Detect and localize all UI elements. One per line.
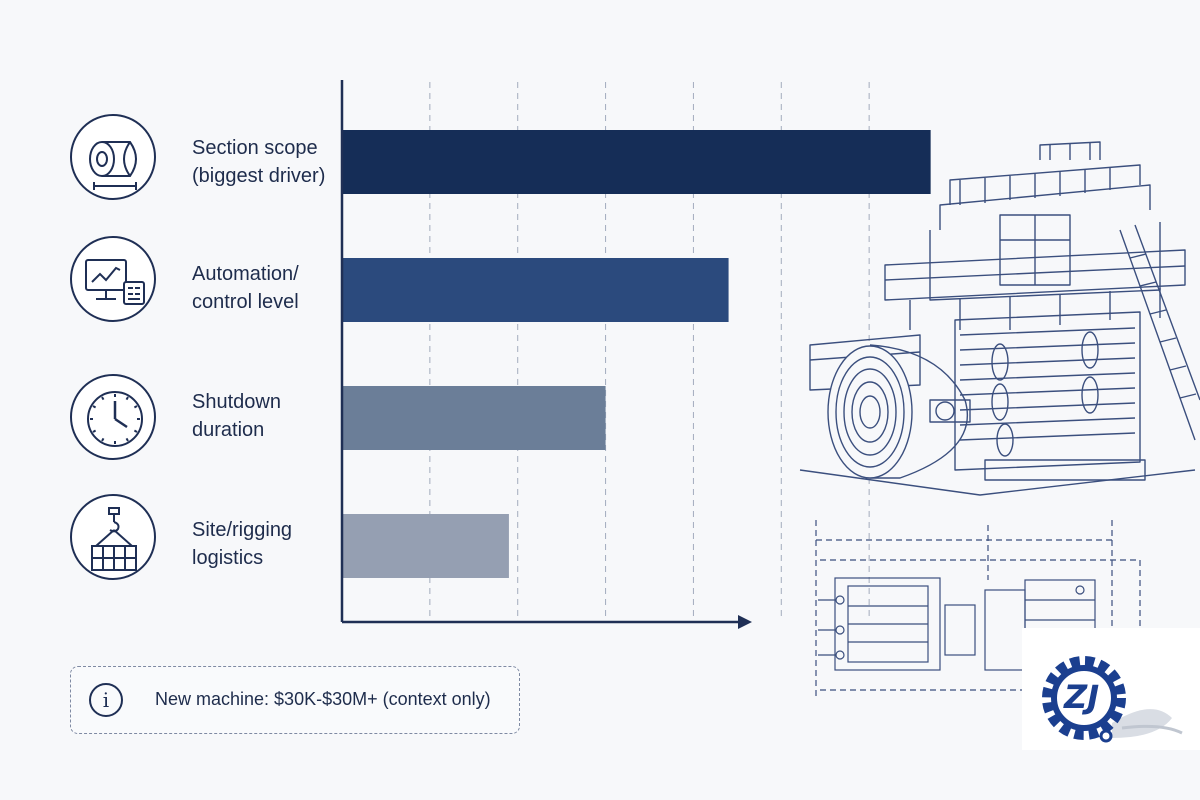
category-label-line: control level xyxy=(192,291,299,313)
zj-gear-logo: ZJ xyxy=(1022,628,1200,750)
category-label-line: Shutdown xyxy=(192,391,281,413)
category-label-shutdown: Shutdown duration xyxy=(192,388,342,444)
note-text: New machine: $30K-$30M+ (context only) xyxy=(155,689,491,709)
monitor-chart-icon xyxy=(70,236,156,322)
svg-text:ZJ: ZJ xyxy=(1063,678,1099,716)
category-label-site-rigging: Site/rigging logistics xyxy=(192,516,342,572)
paper-roll-icon xyxy=(70,114,156,200)
context-note: i New machine: $30K-$30M+ (context only) xyxy=(70,666,520,734)
bar-2 xyxy=(342,386,606,450)
info-icon: i xyxy=(89,683,123,717)
bar-0 xyxy=(342,130,931,194)
clock-icon xyxy=(70,374,156,460)
category-label-automation: Automation/ control level xyxy=(192,260,342,316)
category-label-line: Automation/ xyxy=(192,263,299,285)
category-label-line: duration xyxy=(192,419,265,441)
x-axis-arrow xyxy=(738,615,752,629)
bar-1 xyxy=(342,258,729,322)
bars xyxy=(342,130,931,578)
category-label-section-scope: Section scope (biggest driver) xyxy=(192,134,342,190)
crane-hook-crate-icon xyxy=(70,494,156,580)
category-label-line: Section scope xyxy=(192,137,318,159)
category-label-line: Site/rigging xyxy=(192,519,293,541)
category-label-line: (biggest driver) xyxy=(192,165,326,187)
category-label-line: logistics xyxy=(192,547,264,569)
bar-3 xyxy=(342,514,509,578)
